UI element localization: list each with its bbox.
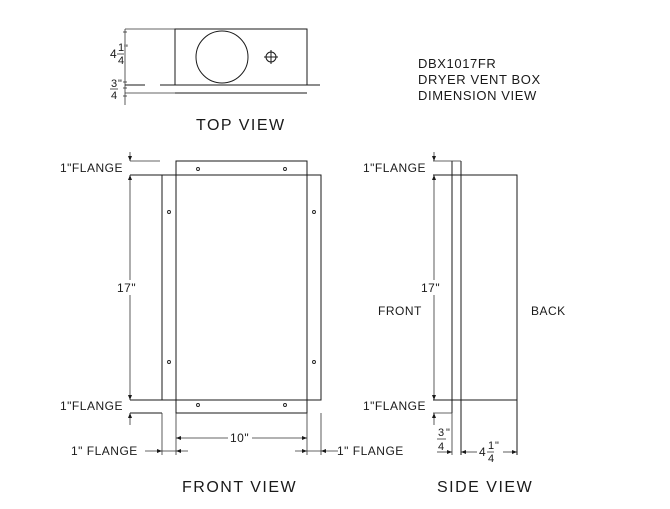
top-view: 4 1 4 " 3 4 " TOP VIEW [110, 28, 320, 134]
title-block: DBX1017FR DRYER VENT BOX DIMENSION VIEW [418, 56, 541, 103]
top-flange-den: 4 [111, 90, 117, 102]
top-flange-num: 3 [111, 78, 117, 90]
top-flange-unit: " [118, 78, 122, 90]
front-top-flange [175, 160, 308, 176]
side-bottom-flange-label: 1"FLANGE [363, 399, 426, 413]
top-depth-den: 4 [118, 55, 124, 67]
top-depth-unit: " [124, 43, 128, 55]
side-flange-num: 3 [438, 427, 444, 439]
side-depth-den: 4 [488, 453, 494, 465]
side-top-flange-label: 1"FLANGE [363, 161, 426, 175]
product-name: DRYER VENT BOX [418, 72, 541, 87]
front-left-flange [161, 174, 177, 401]
model-number: DBX1017FR [418, 56, 496, 71]
side-depth-num: 1 [488, 440, 494, 452]
front-width-dim: 10" [230, 431, 249, 445]
side-depth-unit: " [495, 440, 499, 452]
side-view: 17" 1"FLANGE 1"FLANGE FRONT BACK 3 4 " 4… [363, 152, 566, 496]
side-back-label: BACK [531, 304, 566, 318]
top-depth-whole: 4 [110, 47, 117, 61]
front-view-title: FRONT VIEW [182, 479, 297, 496]
front-right-flange-label: 1" FLANGE [337, 444, 404, 458]
side-body [460, 174, 518, 401]
crosshair-hole-icon [264, 50, 278, 64]
side-flange-unit: " [446, 427, 450, 439]
side-height-dim: 17" [421, 281, 440, 295]
drawing-type: DIMENSION VIEW [418, 88, 537, 103]
side-flange-den: 4 [438, 441, 444, 453]
side-view-title: SIDE VIEW [437, 479, 533, 496]
front-view: 17" 1"FLANGE 1"FLANGE 10" 1" FLANGE 1" F… [60, 152, 404, 496]
vent-hole [195, 30, 249, 84]
front-height-dim: 17" [117, 281, 136, 295]
front-bottom-flange-label: 1"FLANGE [60, 399, 123, 413]
front-top-flange-label: 1"FLANGE [60, 161, 123, 175]
top-depth-num: 1 [118, 42, 124, 54]
front-bottom-flange [175, 399, 308, 414]
top-view-box [174, 28, 308, 86]
side-front-label: FRONT [378, 304, 422, 318]
front-right-flange [306, 174, 322, 401]
front-left-flange-label: 1" FLANGE [71, 444, 138, 458]
top-view-title: TOP VIEW [196, 117, 286, 134]
side-depth-whole: 4 [479, 445, 486, 459]
